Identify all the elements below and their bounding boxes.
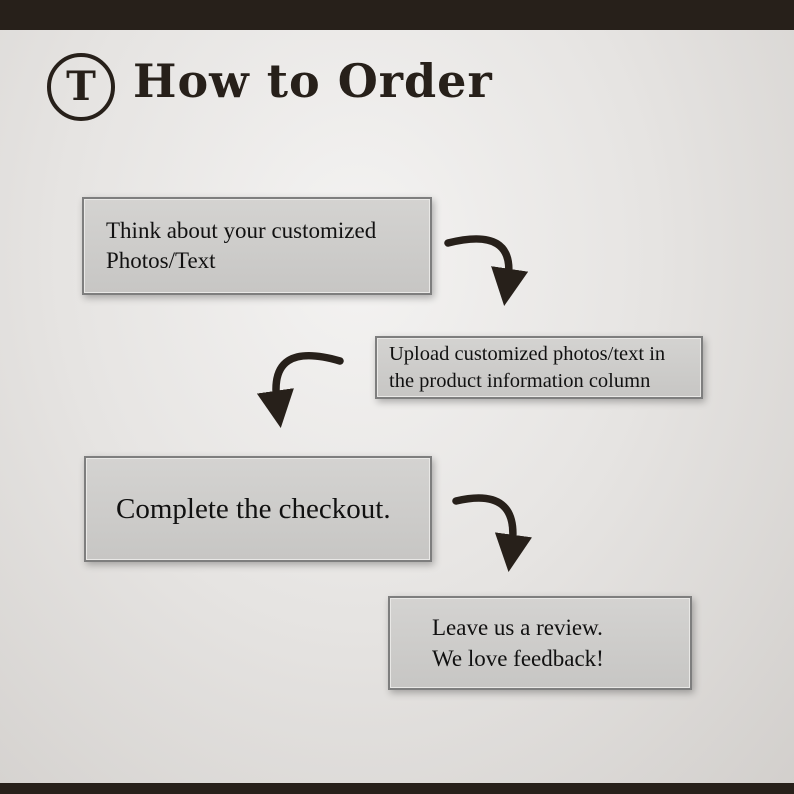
step-2-box: Upload customized photos/text in the pro…	[375, 336, 703, 399]
arrow-step2-to-step3	[256, 351, 344, 428]
step-2-line-1: Upload customized photos/text in	[389, 343, 666, 366]
step-1-line-2: Photos/Text	[106, 248, 216, 273]
step-4-line-1: Leave us a review.	[432, 614, 603, 640]
top-border-bar	[0, 0, 794, 30]
bottom-border-bar	[0, 783, 794, 794]
step-4-line-2: We love feedback!	[432, 646, 604, 671]
step-3-line-1: Complete the checkout.	[116, 492, 391, 525]
brand-logo-circle: T	[47, 53, 115, 121]
step-4-box: Leave us a review. We love feedback!	[388, 596, 692, 690]
step-2-line-2: the product information column	[389, 369, 651, 392]
step-3-box: Complete the checkout.	[84, 456, 432, 562]
page-title: How to Order	[133, 54, 493, 108]
step-1-box: Think about your customized Photos/Text	[82, 197, 432, 295]
arrow-step1-to-step2	[444, 235, 529, 306]
brand-logo-letter: T	[66, 63, 96, 110]
arrow-step3-to-step4	[452, 494, 533, 573]
step-1-line-1: Think about your customized	[106, 217, 377, 243]
